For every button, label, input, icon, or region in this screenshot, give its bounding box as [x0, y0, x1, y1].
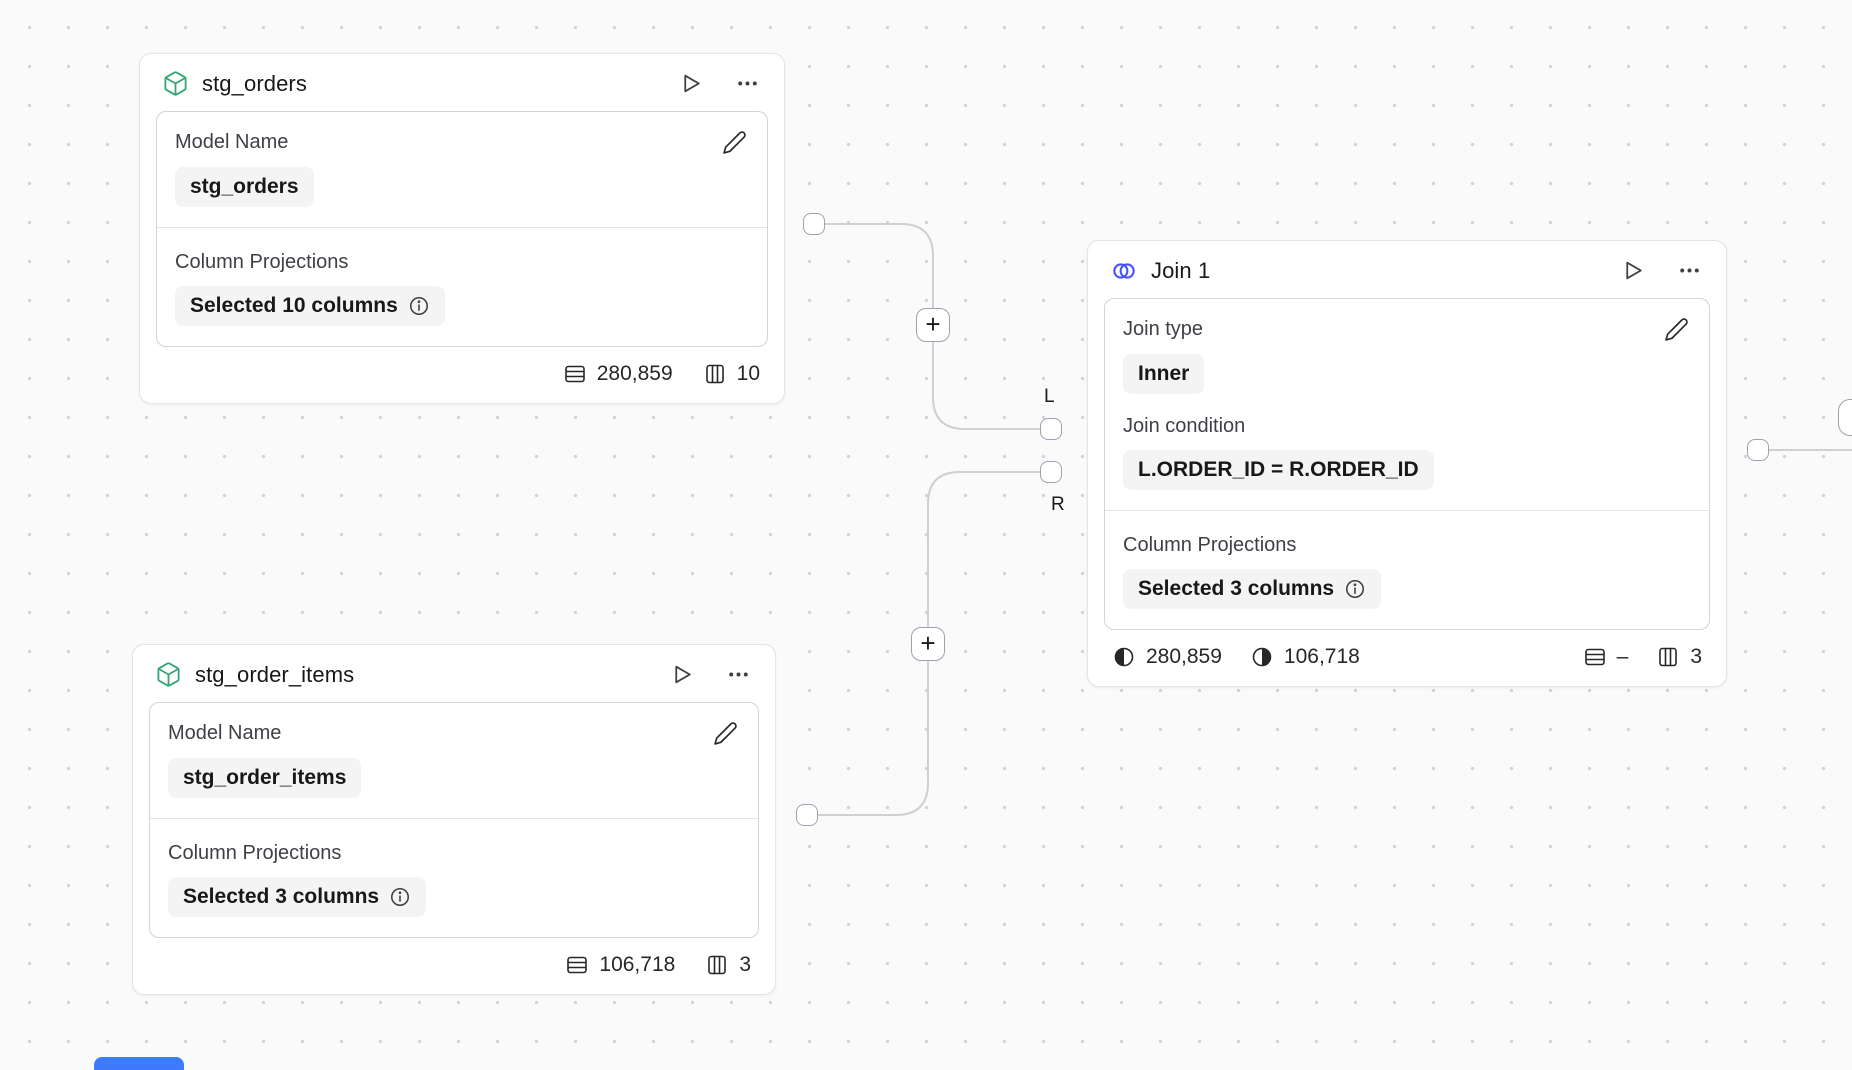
- left-input-rows-value: 280,859: [1146, 645, 1222, 668]
- column-count-stat: 3: [705, 953, 751, 977]
- column-count-value: 10: [736, 362, 760, 385]
- column-projections-chip[interactable]: Selected 3 columns: [168, 877, 427, 917]
- column-projections-chip[interactable]: Selected 3 columns: [1123, 569, 1382, 609]
- add-node-on-edge-button-bottom[interactable]: +: [911, 627, 945, 661]
- rows-icon: [563, 362, 587, 386]
- columns-icon: [703, 362, 727, 386]
- row-count-stat: –: [1583, 645, 1629, 669]
- join-left-port-label: L: [1044, 386, 1055, 407]
- node-header: stg_orders: [140, 54, 784, 111]
- run-node-button[interactable]: [668, 660, 697, 689]
- model-cube-icon: [162, 70, 189, 97]
- columns-icon: [1656, 645, 1680, 669]
- output-port-join[interactable]: [1747, 439, 1769, 461]
- join-type-value-chip[interactable]: Inner: [1123, 354, 1205, 394]
- offscreen-blue-node-partial[interactable]: [94, 1057, 184, 1070]
- info-icon: [389, 886, 411, 908]
- model-cube-icon: [155, 661, 182, 688]
- model-name-value: stg_orders: [190, 175, 299, 198]
- info-icon: [408, 295, 430, 317]
- output-port-stg-order-items[interactable]: [796, 804, 818, 826]
- node-title: stg_order_items: [195, 661, 355, 687]
- rows-icon: [1583, 645, 1607, 669]
- node-stats-footer: 280,859 106,718 –: [1088, 630, 1726, 686]
- node-stats-footer: 106,718 3: [133, 938, 775, 994]
- columns-icon: [705, 953, 729, 977]
- input-stats-group: 280,859 106,718: [1112, 645, 1360, 669]
- input-port-join-right[interactable]: [1040, 461, 1062, 483]
- join-type-label: Join type: [1123, 318, 1204, 340]
- downstream-port-partial[interactable]: [1838, 399, 1852, 436]
- column-projections-label: Column Projections: [175, 250, 349, 273]
- edit-model-name-button[interactable]: [720, 128, 749, 157]
- row-count-stat: 106,718: [565, 953, 675, 977]
- join-right-port-label: R: [1051, 494, 1065, 515]
- node-header: Join 1: [1088, 241, 1726, 298]
- card-divider: [1105, 510, 1709, 511]
- join-condition-value-chip[interactable]: L.ORDER_ID = R.ORDER_ID: [1123, 450, 1434, 490]
- run-node-button[interactable]: [677, 69, 706, 98]
- node-config-card: Model Name stg_order_items Column Projec…: [149, 702, 759, 938]
- node-config-card: Model Name stg_orders Column Projections…: [156, 111, 768, 347]
- card-divider: [157, 227, 767, 228]
- node-stats-footer: 280,859 10: [140, 347, 784, 403]
- join-condition-value: L.ORDER_ID = R.ORDER_ID: [1138, 458, 1419, 481]
- model-name-label: Model Name: [175, 131, 289, 153]
- right-input-rows-stat: 106,718: [1250, 645, 1360, 669]
- add-node-on-edge-button-top[interactable]: +: [916, 308, 950, 342]
- left-input-rows-stat: 280,859: [1112, 645, 1222, 669]
- model-name-value-chip[interactable]: stg_orders: [175, 167, 314, 207]
- node-title: Join 1: [1151, 257, 1211, 283]
- row-count-value: 280,859: [596, 362, 673, 385]
- column-count-stat: 10: [703, 362, 760, 386]
- join-type-value: Inner: [1138, 362, 1190, 385]
- column-count-value: 3: [739, 953, 751, 976]
- node-stg-order-items[interactable]: stg_order_items Model Name stg_order_ite…: [132, 644, 776, 995]
- node-menu-button[interactable]: [733, 69, 762, 98]
- model-name-value-chip[interactable]: stg_order_items: [168, 758, 362, 798]
- column-projections-value: Selected 10 columns: [190, 294, 398, 317]
- info-icon: [1344, 578, 1366, 600]
- node-stg-orders[interactable]: stg_orders Model Name stg_orders Column: [139, 53, 785, 404]
- column-count-stat: 3: [1656, 645, 1702, 669]
- input-port-join-left[interactable]: [1040, 418, 1062, 440]
- edit-model-name-button[interactable]: [711, 719, 740, 748]
- card-divider: [150, 818, 758, 819]
- row-count-value: 106,718: [599, 953, 676, 976]
- output-port-stg-orders[interactable]: [803, 213, 825, 235]
- column-projections-label: Column Projections: [168, 841, 342, 864]
- column-count-value: 3: [1690, 645, 1702, 668]
- column-projections-value: Selected 3 columns: [183, 885, 380, 908]
- column-projections-label: Column Projections: [1123, 533, 1297, 556]
- right-input-rows-value: 106,718: [1283, 645, 1360, 668]
- join-venn-icon: [1110, 257, 1138, 285]
- model-name-value: stg_order_items: [183, 766, 347, 789]
- right-half-circle-icon: [1250, 645, 1274, 669]
- column-projections-chip[interactable]: Selected 10 columns: [175, 286, 445, 326]
- node-title: stg_orders: [202, 70, 307, 96]
- output-stats-group: – 3: [1583, 645, 1702, 669]
- node-config-card: Join type Inner Join condition L.ORDER_I…: [1104, 298, 1710, 630]
- node-join-1[interactable]: Join 1 Join type Inner Join condition: [1087, 240, 1727, 687]
- model-name-label: Model Name: [168, 722, 282, 744]
- row-count-stat: 280,859: [563, 362, 673, 386]
- node-menu-button[interactable]: [724, 660, 753, 689]
- edit-join-button[interactable]: [1662, 315, 1691, 344]
- rows-icon: [565, 953, 589, 977]
- join-condition-label: Join condition: [1123, 414, 1246, 437]
- run-node-button[interactable]: [1619, 256, 1648, 285]
- row-count-value: –: [1616, 645, 1629, 668]
- node-header: stg_order_items: [133, 645, 775, 702]
- left-half-circle-icon: [1112, 645, 1136, 669]
- node-menu-button[interactable]: [1675, 256, 1704, 285]
- column-projections-value: Selected 3 columns: [1138, 577, 1335, 600]
